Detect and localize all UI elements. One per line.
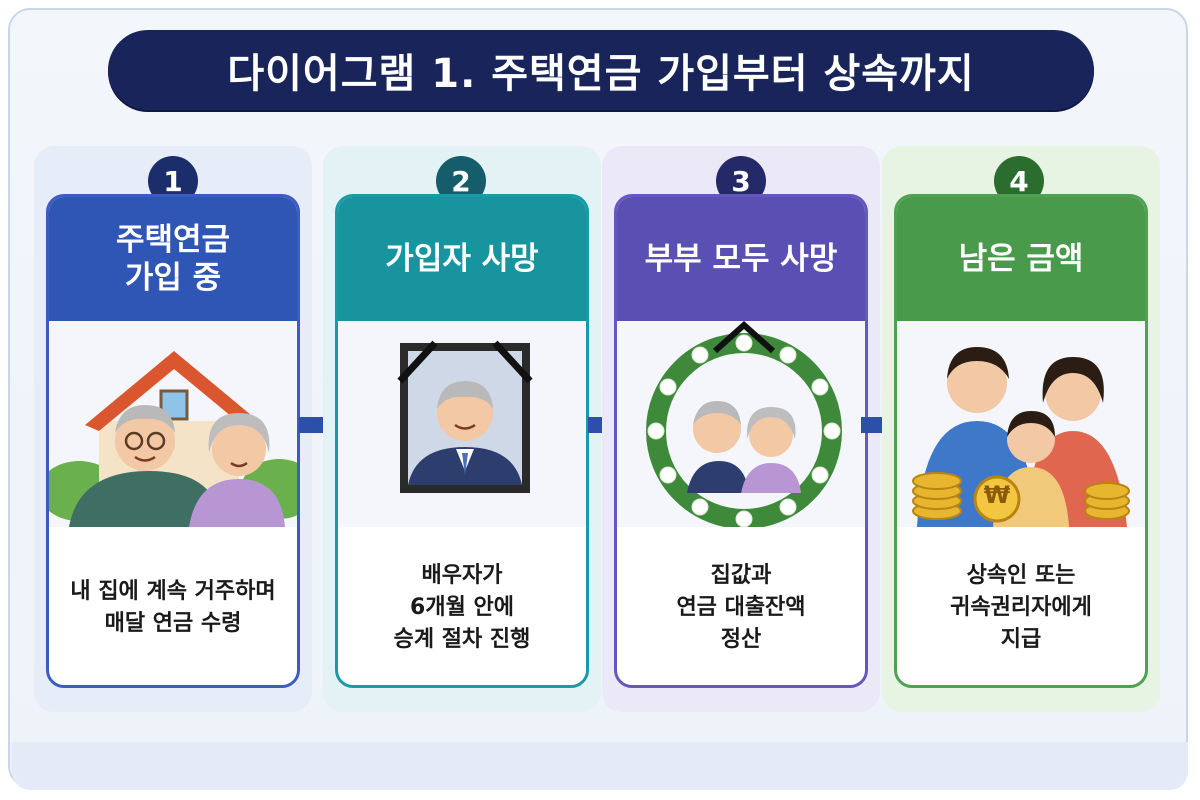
step-4-card: 남은 금액 ₩ 상속인 또는 귀속권리자에게 지급 [894, 194, 1148, 688]
step-2-card: 가입자 사망 배우자가 6개월 안에 승계 절차 진행 [335, 194, 589, 688]
step-3-card: 부부 모두 사망 집값과 연금 대출잔액 정산 [614, 194, 868, 688]
bottom-strip [12, 742, 1188, 790]
step-3-title: 부부 모두 사망 [617, 197, 865, 321]
funeral-wreath-couple-icon [617, 320, 865, 529]
step-4-title: 남은 금액 [897, 197, 1145, 321]
step-3-description: 집값과 연금 대출잔액 정산 [676, 563, 806, 652]
step-4-description: 상속인 또는 귀속권리자에게 지급 [950, 563, 1092, 652]
house-couple-icon [49, 321, 297, 527]
step-1-title: 주택연금 가입 중 [49, 197, 297, 321]
step-1-card: 주택연금 가입 중 내 집에 계속 거주하며 매달 연금 수령 [46, 194, 300, 688]
step-2-description: 배우자가 6개월 안에 승계 절차 진행 [393, 563, 531, 652]
family-coins-icon: ₩ [897, 321, 1145, 527]
title-banner: 다이어그램 1. 주택연금 가입부터 상속까지 [108, 30, 1094, 110]
diagram-title: 다이어그램 1. 주택연금 가입부터 상속까지 [227, 51, 975, 97]
step-2-title: 가입자 사망 [338, 197, 586, 321]
step-1-description: 내 집에 계속 거주하며 매달 연금 수령 [70, 579, 276, 636]
won-coin-symbol: ₩ [983, 481, 1011, 509]
memorial-portrait-icon [338, 321, 586, 527]
